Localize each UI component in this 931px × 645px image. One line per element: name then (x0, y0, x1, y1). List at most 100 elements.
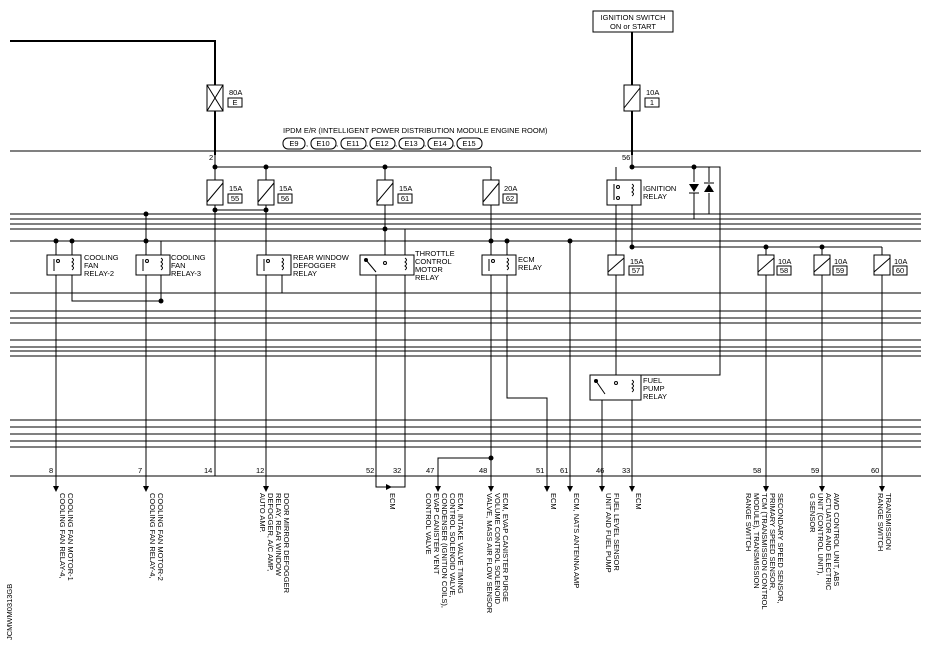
pin-60: 60 (871, 466, 879, 475)
svg-text:RELAY-3: RELAY-3 (171, 269, 201, 278)
svg-text:CONTROL: CONTROL (415, 257, 452, 266)
svg-text:TCM (TRANSMISSION CONTROL: TCM (TRANSMISSION CONTROL (760, 493, 769, 610)
fuse-10a-58: 10A 58 (757, 254, 792, 276)
pin-51: 51 (536, 466, 544, 475)
connector-list: E9 E10 E11 E12 E13 E14 E15 , , , , , , (282, 137, 483, 150)
svg-text:THROTTLE: THROTTLE (415, 249, 455, 258)
connector-e15: E15 (462, 139, 475, 148)
destination-cooling-fan-7: COOLING FAN RELAY-4, COOLING FAN MOTOR-2 (148, 493, 165, 581)
svg-text:CONTROL VALVE: CONTROL VALVE (424, 493, 433, 555)
pin-32: 32 (393, 466, 401, 475)
pin-47: 47 (426, 466, 434, 475)
svg-text:,: , (395, 139, 397, 148)
svg-text:1: 1 (650, 98, 654, 107)
ignition-switch-label: IGNITION SWITCH (601, 13, 666, 22)
svg-text:20A: 20A (504, 184, 517, 193)
svg-text:G SENSOR: G SENSOR (808, 493, 817, 533)
svg-text:55: 55 (231, 194, 239, 203)
pin-46: 46 (596, 466, 604, 475)
svg-text:COOLING: COOLING (171, 253, 206, 262)
destination-door-mirror-12: DOOR MIRROR DEFOGGER RELAY, REAR WINDOW … (258, 493, 291, 594)
pin-2: 2 (209, 153, 213, 162)
svg-text:EVAP CANISTER VENT: EVAP CANISTER VENT (432, 493, 441, 575)
svg-text:DOOR MIRROR DEFOGGER: DOOR MIRROR DEFOGGER (282, 493, 291, 594)
svg-text:PUMP: PUMP (643, 384, 665, 393)
connector-e11: E11 (347, 139, 360, 148)
connector-e9: E9 (289, 139, 298, 148)
svg-text:58: 58 (780, 266, 788, 275)
svg-text:PRIMARY SPEED SENSOR,: PRIMARY SPEED SENSOR, (768, 493, 777, 590)
figure-id: JCMWM0313GB (5, 584, 14, 640)
svg-text:COOLING FAN RELAY-4,: COOLING FAN RELAY-4, (148, 493, 157, 578)
svg-text:AUTO AMP.: AUTO AMP. (258, 493, 267, 533)
svg-text:80A: 80A (229, 88, 242, 97)
svg-text:VOLUME CONTROL SOLENOID: VOLUME CONTROL SOLENOID (493, 493, 502, 605)
svg-text:ECM, INTAKE VALVE TIMING: ECM, INTAKE VALVE TIMING (456, 493, 465, 594)
ignition-switch: IGNITION SWITCH ON or START (592, 10, 674, 155)
pin-33: 33 (622, 466, 630, 475)
fuse-15a-61: 15A 61 (376, 179, 413, 206)
svg-text:FUEL: FUEL (643, 376, 662, 385)
cooling-fan-relay-3: COOLING FAN RELAY-3 (135, 253, 206, 278)
svg-text:COOLING FAN MOTOR-2: COOLING FAN MOTOR-2 (156, 493, 165, 581)
fuse-80a: 80A E (206, 84, 243, 112)
cooling-fan-relay-2: COOLING FAN RELAY-2 (46, 253, 119, 278)
svg-text:56: 56 (281, 194, 289, 203)
destination-ecm-52-32: ECM (388, 493, 397, 510)
svg-text:15A: 15A (229, 184, 242, 193)
svg-text:61: 61 (401, 194, 409, 203)
throttle-control-motor-relay: THROTTLE CONTROL MOTOR RELAY (359, 249, 455, 282)
svg-text:,: , (306, 139, 308, 148)
svg-text:CONDENSER (IGNITION COILS),: CONDENSER (IGNITION COILS), (440, 493, 449, 608)
fuel-pump-relay: FUEL PUMP RELAY (589, 374, 667, 401)
svg-text:15A: 15A (399, 184, 412, 193)
ipdm-label: IPDM E/R (INTELLIGENT POWER DISTRIBUTION… (283, 126, 548, 135)
fuse-20a-62: 20A 62 (482, 179, 518, 206)
svg-text:SECONDARY SPEED SENSOR,: SECONDARY SPEED SENSOR, (776, 493, 785, 604)
svg-text:RANGE SWITCH: RANGE SWITCH (744, 493, 753, 551)
destination-nats-61: ECM, NATS ANTENNA AMP (572, 493, 581, 588)
pin-61: 61 (560, 466, 568, 475)
fuse-15a-56: 15A 56 (257, 179, 293, 206)
svg-text:,: , (453, 139, 455, 148)
svg-text:IGNITION: IGNITION (643, 184, 676, 193)
svg-text:UNIT (CONTROL UNIT),: UNIT (CONTROL UNIT), (816, 493, 825, 576)
svg-text:FAN: FAN (84, 261, 99, 270)
svg-text:ECM: ECM (634, 493, 643, 510)
svg-text:10A: 10A (646, 88, 659, 97)
svg-text:57: 57 (632, 266, 640, 275)
rear-window-defogger-relay: REAR WINDOW DEFOGGER RELAY (256, 253, 350, 278)
connector-e12: E12 (375, 139, 388, 148)
svg-text:TRANSMISSION: TRANSMISSION (884, 493, 893, 550)
fuse-15a-57: 15A 57 (607, 254, 644, 276)
svg-text:,: , (366, 139, 368, 148)
ignition-switch-position: ON or START (610, 22, 656, 31)
svg-text:ECM, NATS ANTENNA AMP: ECM, NATS ANTENNA AMP (572, 493, 581, 588)
svg-text:10A: 10A (894, 257, 907, 266)
battery-feed (10, 40, 216, 155)
svg-text:RELAY: RELAY (643, 192, 667, 201)
svg-text:ECM: ECM (388, 493, 397, 510)
connector-e14: E14 (433, 139, 446, 148)
svg-text:DEFOGGER, A/C AMP,: DEFOGGER, A/C AMP, (266, 493, 275, 571)
connector-e13: E13 (404, 139, 417, 148)
svg-text:,: , (336, 139, 338, 148)
ipdm-boundary (10, 150, 921, 477)
svg-text:RELAY-2: RELAY-2 (84, 269, 114, 278)
svg-text:RELAY: RELAY (518, 263, 542, 272)
fuse-10a-1: 10A 1 (623, 84, 660, 112)
svg-text:COOLING: COOLING (84, 253, 119, 262)
svg-text:ECM: ECM (549, 493, 558, 510)
svg-text:10A: 10A (834, 257, 847, 266)
ignition-relay: IGNITION RELAY (606, 179, 676, 206)
destination-ecm-47: ECM, INTAKE VALVE TIMING CONTROL SOLENOI… (424, 493, 465, 608)
svg-text:,: , (424, 139, 426, 148)
svg-text:RANGE SWITCH: RANGE SWITCH (876, 493, 885, 551)
svg-text:ECM, EVAP CANISTER PURGE: ECM, EVAP CANISTER PURGE (501, 493, 510, 602)
svg-text:CONTROL SOLENOID VALVE,: CONTROL SOLENOID VALVE, (448, 493, 457, 597)
svg-text:60: 60 (896, 266, 904, 275)
pin-7: 7 (138, 466, 142, 475)
svg-text:AWD CONTROL UNIT, ABS: AWD CONTROL UNIT, ABS (832, 493, 841, 586)
svg-text:JCMWM0313GB: JCMWM0313GB (5, 584, 14, 640)
svg-text:FAN: FAN (171, 261, 186, 270)
